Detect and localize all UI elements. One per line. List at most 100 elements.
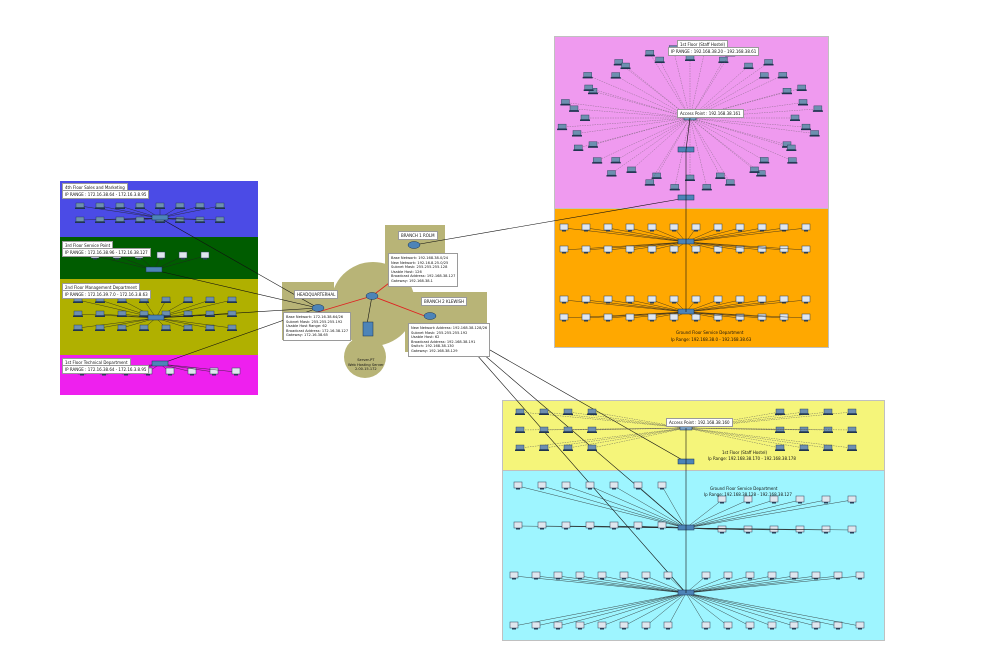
pc-stand bbox=[564, 488, 568, 490]
laptop-icon bbox=[744, 62, 753, 68]
link-cable bbox=[685, 575, 839, 594]
link-cable bbox=[685, 499, 827, 529]
laptop-icon bbox=[823, 426, 833, 432]
link-cable bbox=[519, 427, 687, 449]
link-cable bbox=[601, 592, 687, 627]
laptop-base bbox=[515, 449, 525, 451]
pc-icon bbox=[581, 245, 591, 253]
link-cable bbox=[667, 592, 687, 627]
laptop-base bbox=[587, 413, 597, 415]
link-cable bbox=[685, 427, 805, 449]
wireless-link bbox=[689, 108, 818, 119]
laptop-base bbox=[161, 315, 171, 317]
branch1-floor1-ip: IP RANGE : 192.168.38.20 - 192.168.38.61 bbox=[668, 47, 760, 56]
laptop-icon bbox=[587, 426, 597, 432]
branch1-info-line: Gateway: 192.168.38.1 bbox=[391, 278, 433, 283]
link-cable bbox=[159, 363, 237, 373]
laptop-icon bbox=[607, 170, 616, 176]
pc-icon bbox=[581, 295, 591, 303]
link-cable bbox=[685, 575, 861, 594]
wireless-link bbox=[588, 87, 691, 119]
server-ip: 2.00.15.172 bbox=[354, 367, 377, 372]
pc-stand bbox=[534, 578, 538, 580]
laptop-icon bbox=[790, 114, 800, 120]
link-cable bbox=[607, 227, 687, 243]
pc-icon bbox=[745, 571, 755, 579]
switch-icon bbox=[151, 214, 169, 221]
laptop-base bbox=[790, 119, 800, 121]
laptop-icon bbox=[621, 62, 630, 68]
branch1-info-line: New Network: 192.16.8.25.0/25 bbox=[391, 260, 449, 265]
pc-stand bbox=[660, 528, 664, 530]
laptop-base bbox=[799, 431, 809, 433]
pc-icon bbox=[657, 521, 667, 529]
pc-icon bbox=[647, 295, 657, 303]
branch1-info-line: Broadcast Address: 192.168.38.127 bbox=[391, 274, 456, 279]
laptop-base bbox=[569, 110, 580, 112]
pc-stand bbox=[606, 320, 610, 322]
branch1-ap-label: Access Point : 192.168.38.161 bbox=[677, 109, 744, 118]
laptop-icon bbox=[95, 202, 105, 208]
link-cable bbox=[629, 227, 687, 243]
branch1-ground-title: Ground Floor Service Department bbox=[676, 330, 744, 335]
laptop-base bbox=[749, 171, 760, 173]
laptop-icon bbox=[823, 444, 833, 450]
laptop-icon bbox=[764, 59, 773, 65]
pc-icon bbox=[669, 223, 679, 231]
laptop-base bbox=[515, 413, 525, 415]
pc-icon bbox=[559, 245, 569, 253]
pc-stand bbox=[534, 628, 538, 630]
pc-stand bbox=[814, 628, 818, 630]
pc-stand bbox=[124, 374, 128, 376]
laptop-icon bbox=[580, 114, 590, 120]
link-cable bbox=[535, 575, 687, 594]
branch2-floor1-title: 1st Floor (Staff Hostel) bbox=[722, 450, 768, 455]
pc-stand bbox=[584, 302, 588, 304]
laptop-icon bbox=[587, 444, 597, 450]
laptop-icon bbox=[588, 141, 598, 147]
pc-stand bbox=[622, 578, 626, 580]
link-cable bbox=[629, 299, 687, 313]
hq-info-line: Gateway: 172.16.38.65 bbox=[286, 333, 328, 338]
wireless-link bbox=[573, 108, 691, 119]
pc-stand bbox=[606, 230, 610, 232]
link-cable bbox=[99, 205, 161, 219]
hq-floor1-ip: IP RANGE : 172.16.38.64 - 172.16.3.8.95 bbox=[62, 365, 150, 374]
laptop-icon bbox=[569, 105, 579, 111]
link-cable bbox=[685, 499, 775, 529]
link-cable bbox=[685, 592, 773, 627]
laptop-icon bbox=[823, 408, 833, 414]
laptop-base bbox=[183, 301, 193, 303]
pc-stand bbox=[628, 320, 632, 322]
laptop-base bbox=[644, 54, 655, 57]
laptop-icon bbox=[161, 296, 171, 302]
hq-router-title: HEADQUARTERHAL bbox=[294, 290, 339, 299]
pc-icon bbox=[609, 521, 619, 529]
server-label: Server-PT Web Hosting Server 2.00.15.172 bbox=[346, 356, 386, 374]
link-cable bbox=[685, 427, 781, 449]
pc-stand bbox=[562, 320, 566, 322]
pc-icon bbox=[625, 295, 635, 303]
laptop-icon bbox=[847, 426, 857, 432]
pc-stand bbox=[782, 302, 786, 304]
pc-stand bbox=[782, 252, 786, 254]
pc-stand bbox=[115, 258, 119, 260]
laptop-icon bbox=[117, 324, 127, 330]
link-cable bbox=[579, 592, 687, 627]
pc-icon bbox=[178, 251, 188, 259]
link-cable bbox=[589, 485, 687, 529]
laptop-base bbox=[775, 449, 785, 451]
laptop-icon bbox=[716, 172, 725, 178]
pc-stand bbox=[804, 252, 808, 254]
laptop-icon bbox=[73, 324, 83, 330]
laptop-base bbox=[73, 301, 83, 303]
pc-stand bbox=[836, 628, 840, 630]
link-cable bbox=[685, 227, 807, 243]
laptop-base bbox=[809, 135, 820, 137]
laptop-base bbox=[95, 221, 105, 223]
link-cable bbox=[77, 317, 157, 329]
link-cable bbox=[567, 427, 687, 449]
laptop-icon bbox=[215, 202, 225, 208]
pc-stand bbox=[772, 532, 776, 534]
link-cable bbox=[685, 499, 853, 529]
